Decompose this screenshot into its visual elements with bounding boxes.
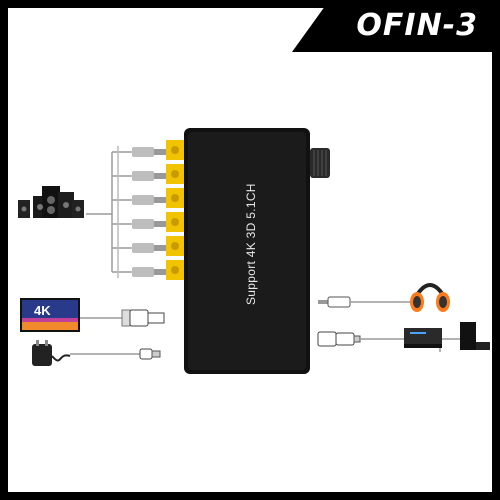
hdmi-plug-icon bbox=[147, 312, 165, 324]
headphones-icon bbox=[410, 283, 450, 312]
power-adapter-icon bbox=[32, 340, 71, 366]
rca-plugs bbox=[132, 147, 166, 277]
rca-plug bbox=[132, 219, 166, 229]
brand-logo: OFIN-3 bbox=[356, 8, 478, 43]
device-label: Support 4K 3D 5.1CH bbox=[244, 183, 258, 305]
converter-device bbox=[166, 128, 330, 374]
tv-icon bbox=[20, 298, 80, 332]
hdmi-cable-out bbox=[317, 331, 470, 352]
bluray-player-icon bbox=[404, 328, 442, 348]
speaker-system-icon bbox=[18, 186, 84, 218]
hdmi-plug-icon bbox=[335, 332, 355, 346]
rca-plug bbox=[132, 267, 166, 277]
hdmi-cable-in bbox=[80, 309, 165, 327]
power-cable bbox=[70, 348, 161, 360]
audio-jack-plug-icon bbox=[327, 296, 351, 308]
rca-plug bbox=[132, 243, 166, 253]
micro-usb-plug-icon bbox=[139, 348, 153, 360]
volume-knob bbox=[310, 148, 330, 178]
rca-plug bbox=[132, 171, 166, 181]
audio-cable-out bbox=[318, 296, 410, 308]
tv-badge: 4K bbox=[34, 303, 51, 318]
rca-plug bbox=[132, 195, 166, 205]
rca-plug bbox=[132, 147, 166, 157]
game-console-icon bbox=[460, 322, 490, 350]
rca-cable-bundle bbox=[86, 146, 132, 278]
brand-tab bbox=[292, 0, 500, 52]
